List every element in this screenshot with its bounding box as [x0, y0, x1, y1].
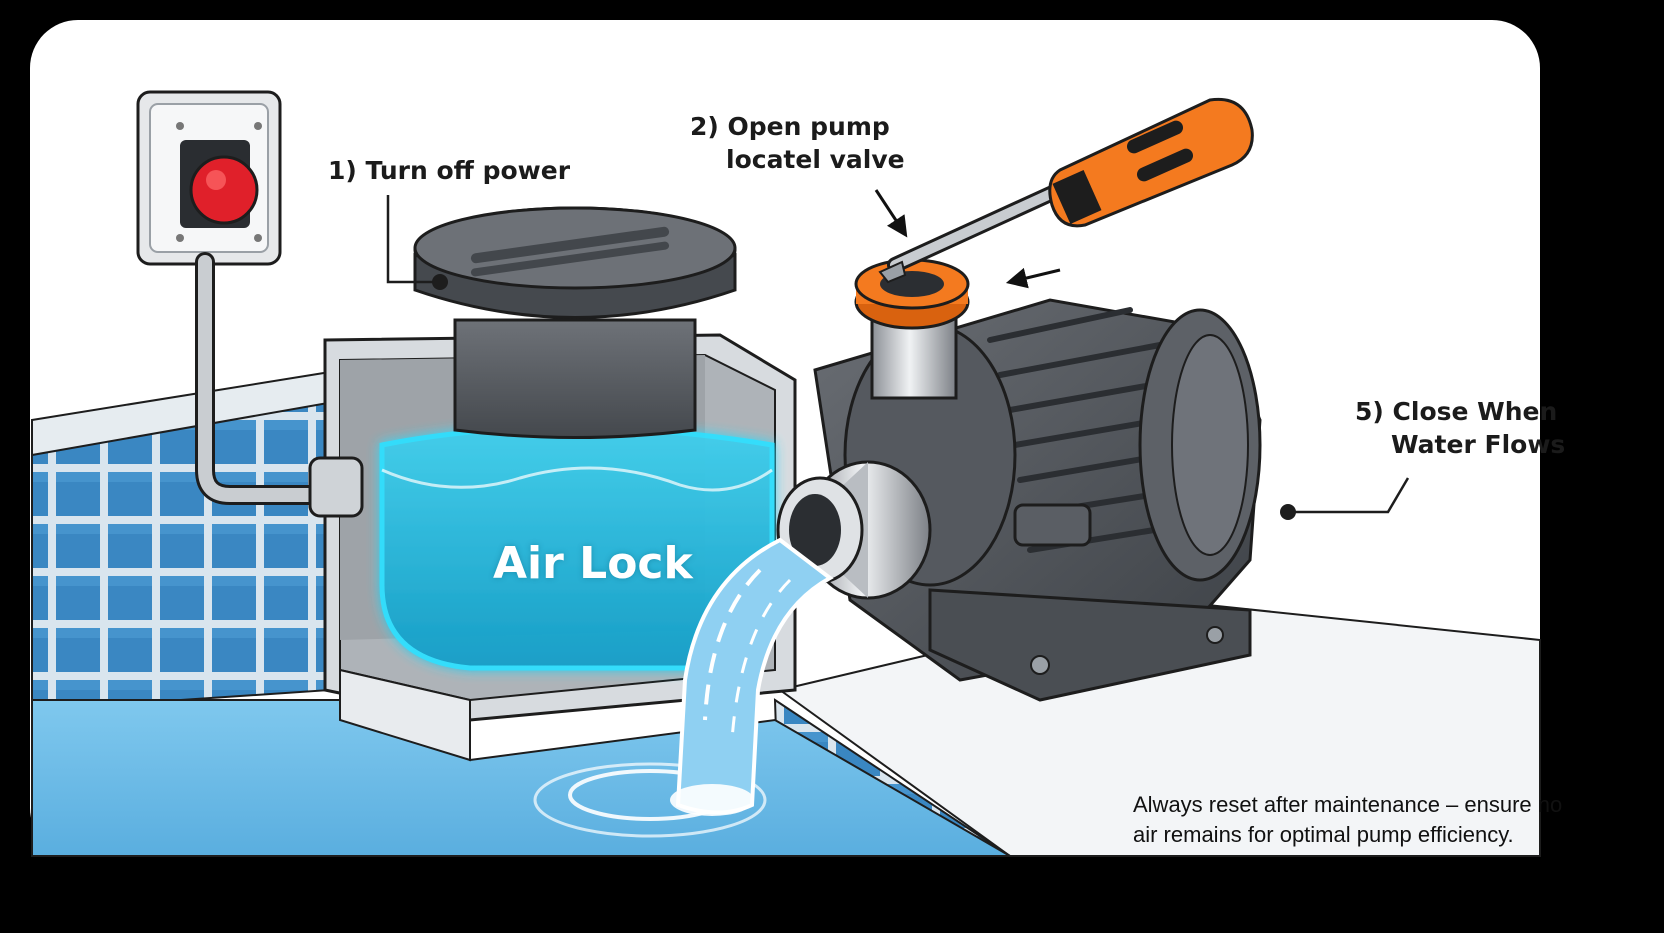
label-step5: 5) Close When Water Flows	[1355, 395, 1565, 461]
label-step5-line2: Water Flows	[1391, 430, 1566, 459]
pump-icon	[776, 298, 1262, 702]
power-switch-icon	[136, 90, 364, 518]
label-step2: 2) Open pump locatel valve	[690, 110, 905, 176]
screwdriver-icon	[878, 97, 1254, 284]
label-step5-line1: 5) Close When	[1355, 397, 1558, 426]
label-step2-line2: locatel valve	[726, 145, 905, 174]
label-step1: 1) Turn off power	[328, 154, 570, 187]
label-step2-line1: 2) Open pump	[690, 112, 890, 141]
skimmer-lid	[413, 206, 737, 439]
callout-step2	[874, 189, 1061, 289]
valve-cap	[854, 258, 970, 330]
maintenance-note: Always reset after maintenance – ensure …	[1133, 790, 1562, 850]
maintenance-note-line2: air remains for optimal pump efficiency.	[1133, 822, 1514, 847]
callout-step5	[1280, 477, 1410, 520]
water-stream-icon	[670, 537, 834, 816]
maintenance-note-line1: Always reset after maintenance – ensure …	[1133, 792, 1563, 817]
label-step1-text: 1) Turn off power	[328, 156, 571, 185]
air-lock-label: Air Lock	[493, 538, 693, 589]
callout-step1	[386, 195, 448, 290]
pool-scene	[31, 370, 1541, 857]
